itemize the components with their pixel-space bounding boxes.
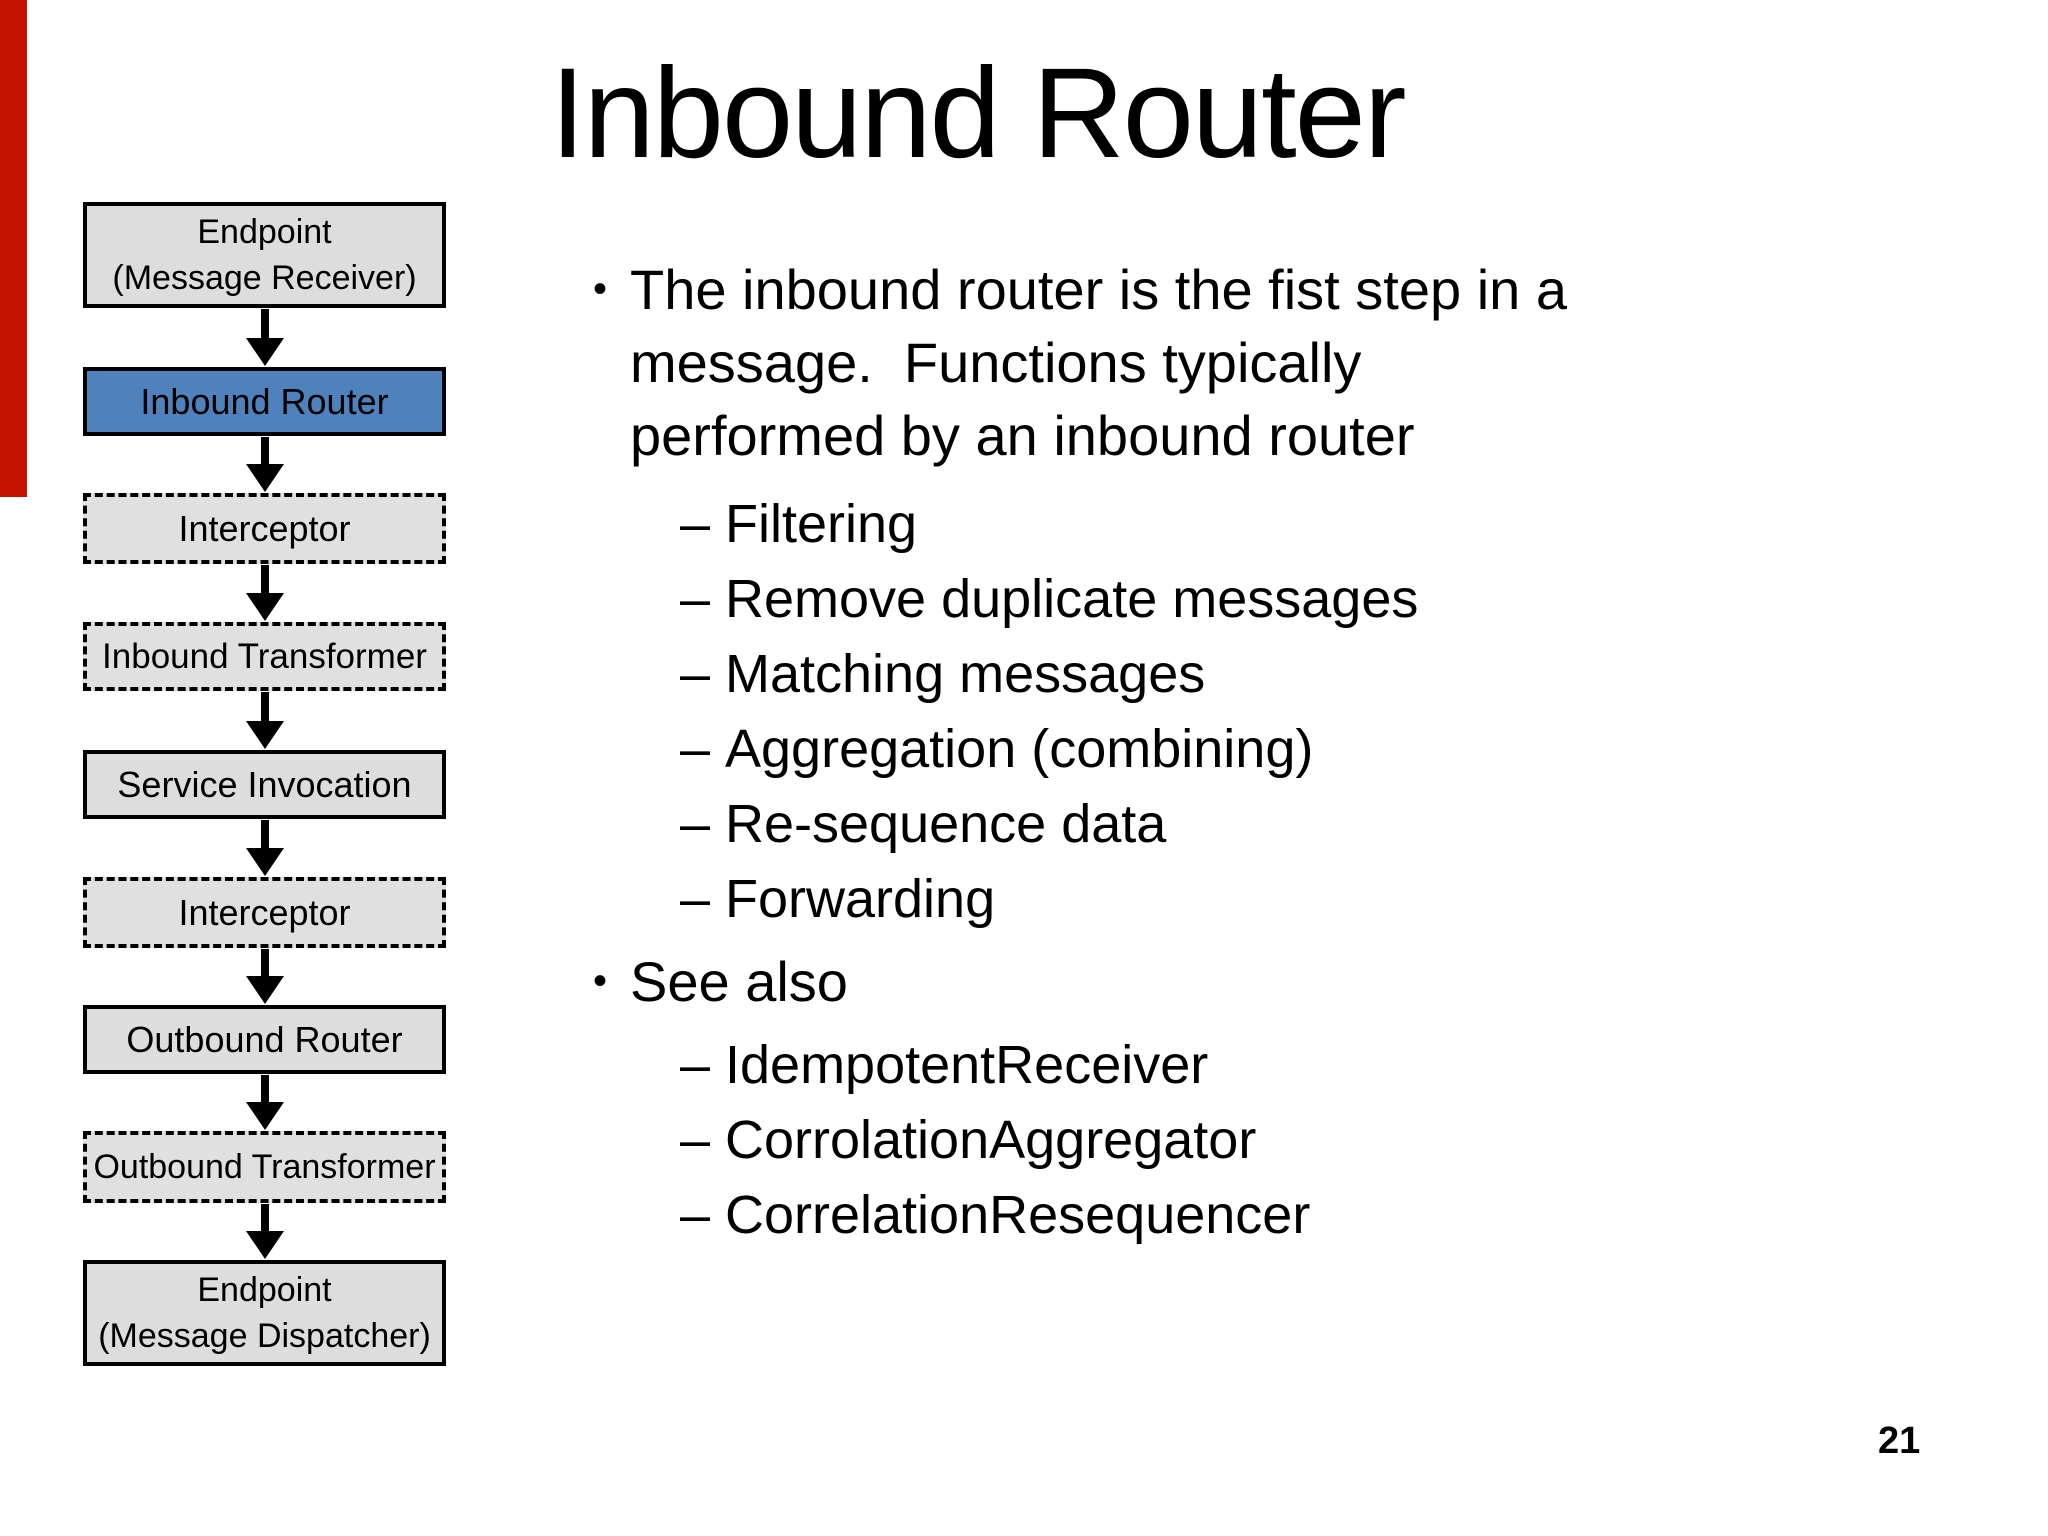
flow-box-label: Outbound Router	[126, 1018, 403, 1060]
list-item: – Remove duplicate messages	[680, 562, 1418, 637]
functions-list: – Filtering – Remove duplicate messages …	[680, 487, 1418, 937]
list-item: – Aggregation (combining)	[680, 712, 1418, 787]
list-item-text: IdempotentReceiver	[725, 1035, 1209, 1095]
flow-box-outbound-transformer: Outbound Transformer	[83, 1131, 446, 1203]
flow-box-inbound-transformer: Inbound Transformer	[83, 622, 446, 691]
bullet-icon: •	[593, 267, 608, 311]
flow-arrow	[245, 692, 284, 749]
dash-icon: –	[680, 869, 711, 929]
flow-arrow	[245, 309, 284, 366]
flow-arrow	[245, 565, 284, 621]
list-item-text: Re-sequence data	[725, 794, 1167, 854]
dash-icon: –	[680, 1185, 711, 1245]
flow-box-endpoint-dispatcher: Endpoint (Message Dispatcher)	[83, 1260, 446, 1366]
flow-box-label: Interceptor	[178, 507, 351, 549]
flow-box-inbound-router: Inbound Router	[83, 367, 446, 436]
dash-icon: –	[680, 1110, 711, 1170]
list-item: – IdempotentReceiver	[680, 1028, 1310, 1103]
flow-arrow	[245, 949, 284, 1004]
bullet-icon: •	[593, 959, 608, 1003]
flow-arrow	[245, 1204, 284, 1259]
list-item-text: Remove duplicate messages	[725, 569, 1419, 629]
flow-box-sublabel: (Message Dispatcher)	[98, 1317, 431, 1355]
flow-box-endpoint-receiver: Endpoint (Message Receiver)	[83, 202, 446, 308]
bullet-item-intro: • The inbound router is the fist step in…	[593, 253, 1567, 472]
list-item-text: Aggregation (combining)	[725, 719, 1314, 779]
flow-box-label: Endpoint	[197, 213, 332, 251]
flow-box-label: Outbound Transformer	[93, 1148, 436, 1186]
list-item-text: CorrolationAggregator	[725, 1110, 1257, 1170]
flow-box-service-invocation: Service Invocation	[83, 750, 446, 819]
dash-icon: –	[680, 494, 711, 554]
list-item: – Filtering	[680, 487, 1418, 562]
flow-box-outbound-router: Outbound Router	[83, 1005, 446, 1074]
list-item: – Matching messages	[680, 637, 1418, 712]
see-also-list: – IdempotentReceiver – CorrolationAggreg…	[680, 1028, 1310, 1253]
flow-arrow	[245, 820, 284, 876]
list-item-text: Matching messages	[725, 644, 1206, 704]
dash-icon: –	[680, 719, 711, 779]
flow-box-sublabel: (Message Receiver)	[112, 259, 417, 297]
list-item-text: Forwarding	[725, 869, 996, 929]
flow-box-label: Endpoint	[197, 1271, 332, 1309]
flow-box-label: Inbound Router	[140, 380, 389, 422]
flow-arrow	[245, 437, 284, 492]
bullet-text: The inbound router is the fist step in a…	[630, 258, 1567, 467]
bullet-text: See also	[630, 950, 848, 1013]
list-item: – CorrolationAggregator	[680, 1103, 1310, 1178]
slide-title: Inbound Router	[550, 42, 1406, 185]
dash-icon: –	[680, 569, 711, 629]
flow-box-label: Interceptor	[178, 891, 351, 933]
flow-arrow	[245, 1075, 284, 1130]
flow-box-label: Inbound Transformer	[102, 636, 427, 676]
list-item-text: CorrelationResequencer	[725, 1185, 1311, 1245]
page-number: 21	[1878, 1420, 1921, 1462]
list-item: – CorrelationResequencer	[680, 1178, 1310, 1253]
red-artifact-strip	[0, 0, 27, 497]
bullet-item-see-also: • See also	[593, 945, 848, 1018]
dash-icon: –	[680, 1035, 711, 1095]
dash-icon: –	[680, 794, 711, 854]
flow-box-interceptor-2: Interceptor	[83, 877, 446, 948]
list-item-text: Filtering	[725, 494, 918, 554]
list-item: – Forwarding	[680, 862, 1418, 937]
flow-box-label: Service Invocation	[117, 763, 412, 805]
flow-box-interceptor-1: Interceptor	[83, 493, 446, 564]
dash-icon: –	[680, 644, 711, 704]
list-item: – Re-sequence data	[680, 787, 1418, 862]
